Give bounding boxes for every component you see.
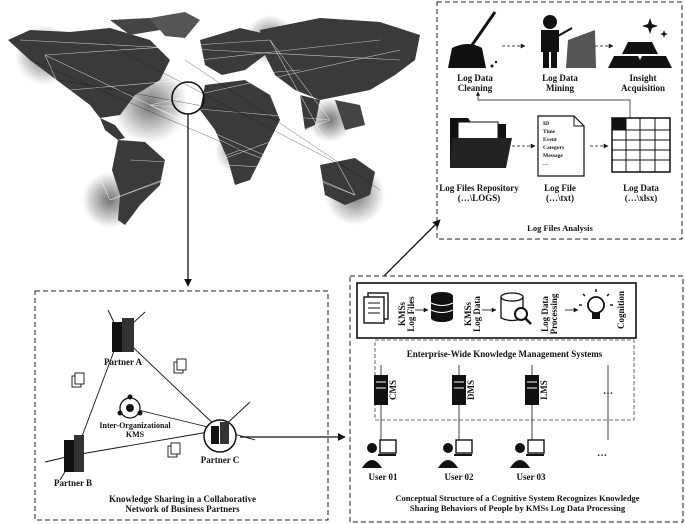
- system-label-lms: LMS: [539, 380, 549, 400]
- step-label-line2: (…\txt): [546, 193, 574, 204]
- partner-a-label: Partner A: [103, 357, 143, 367]
- gold-bars-icon: [608, 18, 672, 68]
- user-01-label: User 01: [368, 472, 398, 482]
- user-03-icon: [510, 439, 545, 468]
- step-log-file: Log File (…\txt): [530, 183, 590, 204]
- pipeline-line2: Log Files: [406, 296, 417, 332]
- shared-document-icons: [71, 358, 187, 458]
- partner-b-building-icon: [64, 435, 84, 472]
- lms-server-icon: [525, 375, 539, 405]
- log-file-document-icon: [537, 115, 585, 177]
- pipeline-label-log-files: KMSs Log Files: [397, 292, 418, 336]
- caption-line2: Sharing Behaviors of People by KMSs Log …: [409, 502, 626, 513]
- database-search-icon: [500, 292, 532, 325]
- world-map-illustration: [8, 12, 420, 228]
- step-label-line2: Mining: [545, 83, 574, 94]
- field-item: ID: [543, 121, 550, 127]
- pipeline-line2: Processing: [549, 293, 560, 335]
- step-log-data: Log Data (…\xlsx): [610, 183, 672, 204]
- step-log-data-mining: Log Data Mining: [530, 73, 590, 94]
- database-icon: [430, 292, 454, 322]
- step-label-line1: Log File: [544, 183, 576, 193]
- step-label-line1: Insight: [629, 73, 657, 83]
- network-box: [34, 290, 329, 521]
- field-item: …: [543, 161, 549, 167]
- step-label-line1: Log Data: [457, 73, 493, 83]
- cognitive-to-analysis-arrow: [377, 219, 441, 283]
- field-item: Category: [543, 145, 565, 151]
- step-insight-acquisition: Insight Acquisition: [610, 73, 676, 94]
- network-caption: Knowledge Sharing in a Collaborative Net…: [45, 494, 320, 515]
- system-label-more: …: [603, 386, 613, 397]
- spreadsheet-icon: [611, 117, 671, 173]
- lightbulb-icon: [579, 289, 613, 319]
- log-analysis-caption: Log Files Analysis: [527, 223, 593, 233]
- cms-server-icon: [374, 375, 388, 405]
- pipeline-label-log-data: KMSs Log Data: [463, 292, 484, 336]
- folder-icon: [450, 118, 512, 168]
- log-files-icon: [363, 292, 389, 324]
- inter-org-kms-icon: [117, 394, 143, 419]
- pipeline-label-cognition: Cognition: [616, 291, 626, 330]
- field-item: Message: [543, 153, 563, 159]
- step-label-line2: Cleaning: [457, 83, 493, 94]
- user-more-label: …: [597, 448, 607, 459]
- step-label-line1: Log Files Repository: [439, 183, 519, 193]
- miner-icon: [541, 15, 596, 68]
- partner-a-building-icon: [112, 318, 134, 352]
- step-label-line2: (…\LOGS): [457, 193, 501, 204]
- field-item: Event: [543, 137, 557, 143]
- partner-c-building-icon: [203, 419, 237, 453]
- caption-line2: Network of Business Partners: [125, 504, 240, 515]
- step-label-line1: Log Data: [542, 73, 578, 83]
- inter-org-kms-label: Inter-Organizational KMS: [90, 421, 180, 439]
- pipeline-label-processing: Log Data Processing: [540, 289, 561, 339]
- caption-line1: Knowledge Sharing in a Collaborative: [108, 494, 256, 504]
- kms-label-line1: Inter-Organizational: [99, 421, 171, 430]
- user-02-label: User 02: [444, 472, 474, 482]
- step-label-line2: Acquisition: [620, 83, 665, 94]
- user-01-icon: [362, 439, 397, 468]
- pipeline-line2: Log Data: [472, 296, 483, 332]
- system-label-dms: DMS: [466, 380, 476, 400]
- step-label-line1: Log Data: [623, 183, 659, 193]
- step-log-files-repository: Log Files Repository (…\LOGS): [437, 183, 521, 204]
- field-item: Time: [543, 129, 556, 135]
- cognitive-caption: Conceptual Structure of a Cognitive Syst…: [355, 493, 680, 514]
- step-log-data-cleaning: Log Data Cleaning: [445, 73, 505, 94]
- system-label-cms: CMS: [388, 380, 398, 400]
- partner-b-label: Partner B: [53, 478, 93, 488]
- step-label-line2: (…\xlsx): [624, 193, 658, 204]
- kms-label-line2: KMS: [125, 430, 145, 440]
- log-file-fields: ID Time Event Category Message …: [543, 120, 565, 168]
- enterprise-kms-title: Enterprise-Wide Knowledge Management Sys…: [406, 349, 603, 359]
- broom-icon: [448, 11, 498, 68]
- partner-c-label: Partner C: [200, 455, 240, 465]
- caption-line1: Conceptual Structure of a Cognitive Syst…: [395, 493, 640, 503]
- user-02-icon: [438, 439, 473, 468]
- user-03-label: User 03: [516, 472, 546, 482]
- dms-server-icon: [452, 375, 466, 405]
